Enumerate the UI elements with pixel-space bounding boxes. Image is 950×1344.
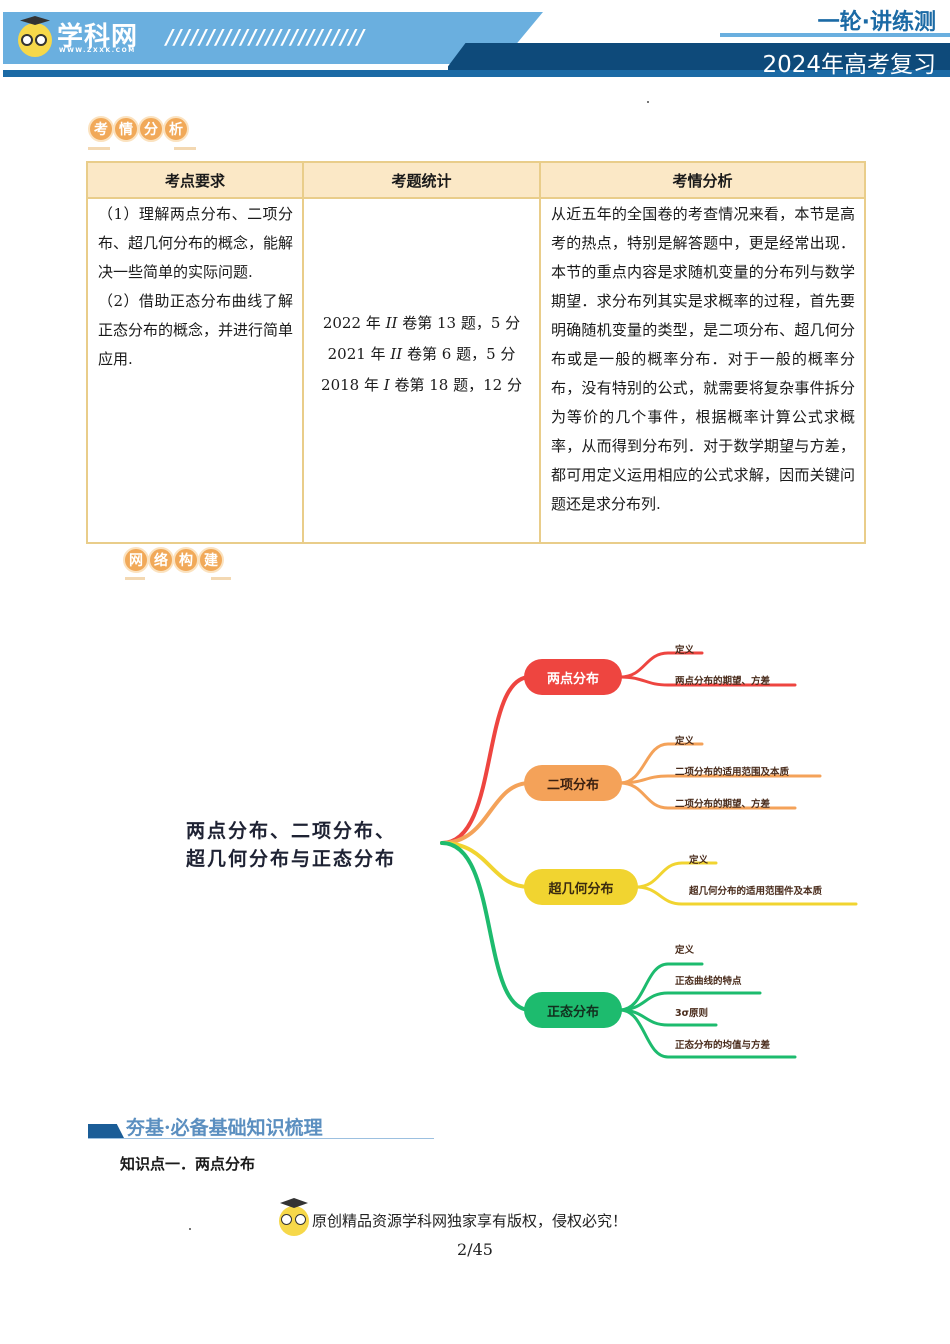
badge-underline xyxy=(211,577,231,580)
mind-map-root: 两点分布、二项分布、 超几何分布与正态分布 xyxy=(186,820,397,870)
statistic-item: 2018 年 I 卷第 18 题，12 分 xyxy=(321,376,522,394)
section-heading: 夯基·必备基础知识梳理 xyxy=(126,1117,323,1139)
requirement-item: （1）理解两点分布、二项分布、超几何分布的概念，能解决一些简单的实际问题. xyxy=(98,205,294,281)
statistics-cell: 2022 年 II 卷第 13 题，5 分 2021 年 II 卷第 6 题，5… xyxy=(302,197,541,544)
badge-char: 网 xyxy=(123,547,149,573)
section-heading-marker xyxy=(88,1124,124,1138)
badge-char: 情 xyxy=(113,116,139,142)
mind-map-leaf: 定义 xyxy=(675,645,695,656)
mind-map-leaf: 超几何分布的适用范围件及本质 xyxy=(689,886,823,897)
header-title-rule xyxy=(720,33,950,37)
logo-text: 学科网 xyxy=(57,22,139,52)
mind-map-leaf: 两点分布的期望、方差 xyxy=(675,676,771,687)
mind-map-node-two-point: 两点分布 xyxy=(524,659,622,695)
badge-char: 分 xyxy=(138,116,164,142)
page-number: 2/45 xyxy=(457,1240,493,1259)
glasses-icon xyxy=(295,1214,306,1225)
network-badge: 网 络 构 建 xyxy=(123,547,224,573)
glasses-icon xyxy=(21,34,33,46)
mind-map-node-normal: 正态分布 xyxy=(524,992,622,1028)
badge-char: 构 xyxy=(173,547,199,573)
mind-map-node-hypergeometric: 超几何分布 xyxy=(524,869,638,905)
year-title: 2024年高考复习 xyxy=(762,52,936,78)
statistic-item: 2021 年 II 卷第 6 题，5 分 xyxy=(327,345,516,363)
badge-underline xyxy=(125,577,145,580)
section-heading-rule xyxy=(88,1138,434,1139)
mind-map-leaf: 定义 xyxy=(675,736,695,747)
badge-char: 建 xyxy=(198,547,224,573)
graduation-cap-icon xyxy=(280,1198,308,1208)
mind-map: 两点分布、二项分布、 超几何分布与正态分布 两点分布 二项分布 超几何分布 正态… xyxy=(0,620,950,1070)
copyright-notice: 原创精品资源学科网独家享有版权，侵权必究！ xyxy=(312,1212,628,1230)
analysis-table: 考点要求 考题统计 考情分析 （1）理解两点分布、二项分布、超几何分布的概念，能… xyxy=(86,161,866,544)
header-slash-decoration: //////////////////////// xyxy=(166,25,366,49)
table-row: （1）理解两点分布、二项分布、超几何分布的概念，能解决一些简单的实际问题. （2… xyxy=(86,197,866,544)
column-header-statistics: 考题统计 xyxy=(302,161,541,199)
header-light-band xyxy=(3,12,543,64)
column-header-analysis: 考情分析 xyxy=(539,161,866,199)
mind-map-leaf: 定义 xyxy=(675,945,695,956)
mind-map-leaf: 定义 xyxy=(689,855,709,866)
stray-dot xyxy=(189,1228,191,1230)
knowledge-point-title: 知识点一．两点分布 xyxy=(120,1155,256,1173)
header-blue-rule xyxy=(3,70,950,77)
analysis-text: 从近五年的全国卷的考查情况来看，本节是高考的热点，特别是解答题中，更是经常出现．… xyxy=(551,205,855,513)
header-white-strip xyxy=(3,64,448,70)
mind-map-leaf: 二项分布的适用范围及本质 xyxy=(675,767,790,778)
mind-map-connectors xyxy=(440,651,858,1059)
page-header: 学科网 WWW.ZXXK.COM ///////////////////////… xyxy=(0,0,950,80)
series-title: 一轮·讲练测 xyxy=(817,10,936,35)
badge-underline xyxy=(174,147,196,150)
table-header-row: 考点要求 考题统计 考情分析 xyxy=(86,161,866,199)
graduation-cap-icon xyxy=(20,16,50,25)
logo-url: WWW.ZXXK.COM xyxy=(59,47,136,54)
glasses-icon xyxy=(281,1214,292,1225)
glasses-icon xyxy=(35,34,47,46)
column-header-requirements: 考点要求 xyxy=(86,161,304,199)
badge-underline xyxy=(88,147,110,150)
badge-char: 络 xyxy=(148,547,174,573)
mind-map-leaf: 正态曲线的特点 xyxy=(675,976,742,987)
requirements-cell: （1）理解两点分布、二项分布、超几何分布的概念，能解决一些简单的实际问题. （2… xyxy=(86,197,304,544)
analysis-cell: 从近五年的全国卷的考查情况来看，本节是高考的热点，特别是解答题中，更是经常出现．… xyxy=(539,197,866,544)
mind-map-leaf: 正态分布的均值与方差 xyxy=(675,1040,771,1051)
mind-map-leaf: 3σ原则 xyxy=(675,1008,709,1019)
stray-dot xyxy=(647,101,649,103)
requirement-item: （2）借助正态分布曲线了解正态分布的概念，并进行简单应用. xyxy=(98,292,294,368)
mind-map-leaf: 二项分布的期望、方差 xyxy=(675,799,771,810)
analysis-badge: 考 情 分 析 xyxy=(88,116,189,142)
statistic-item: 2022 年 II 卷第 13 题，5 分 xyxy=(322,314,521,332)
mind-map-node-binomial: 二项分布 xyxy=(524,765,622,801)
badge-char: 析 xyxy=(163,116,189,142)
badge-char: 考 xyxy=(88,116,114,142)
